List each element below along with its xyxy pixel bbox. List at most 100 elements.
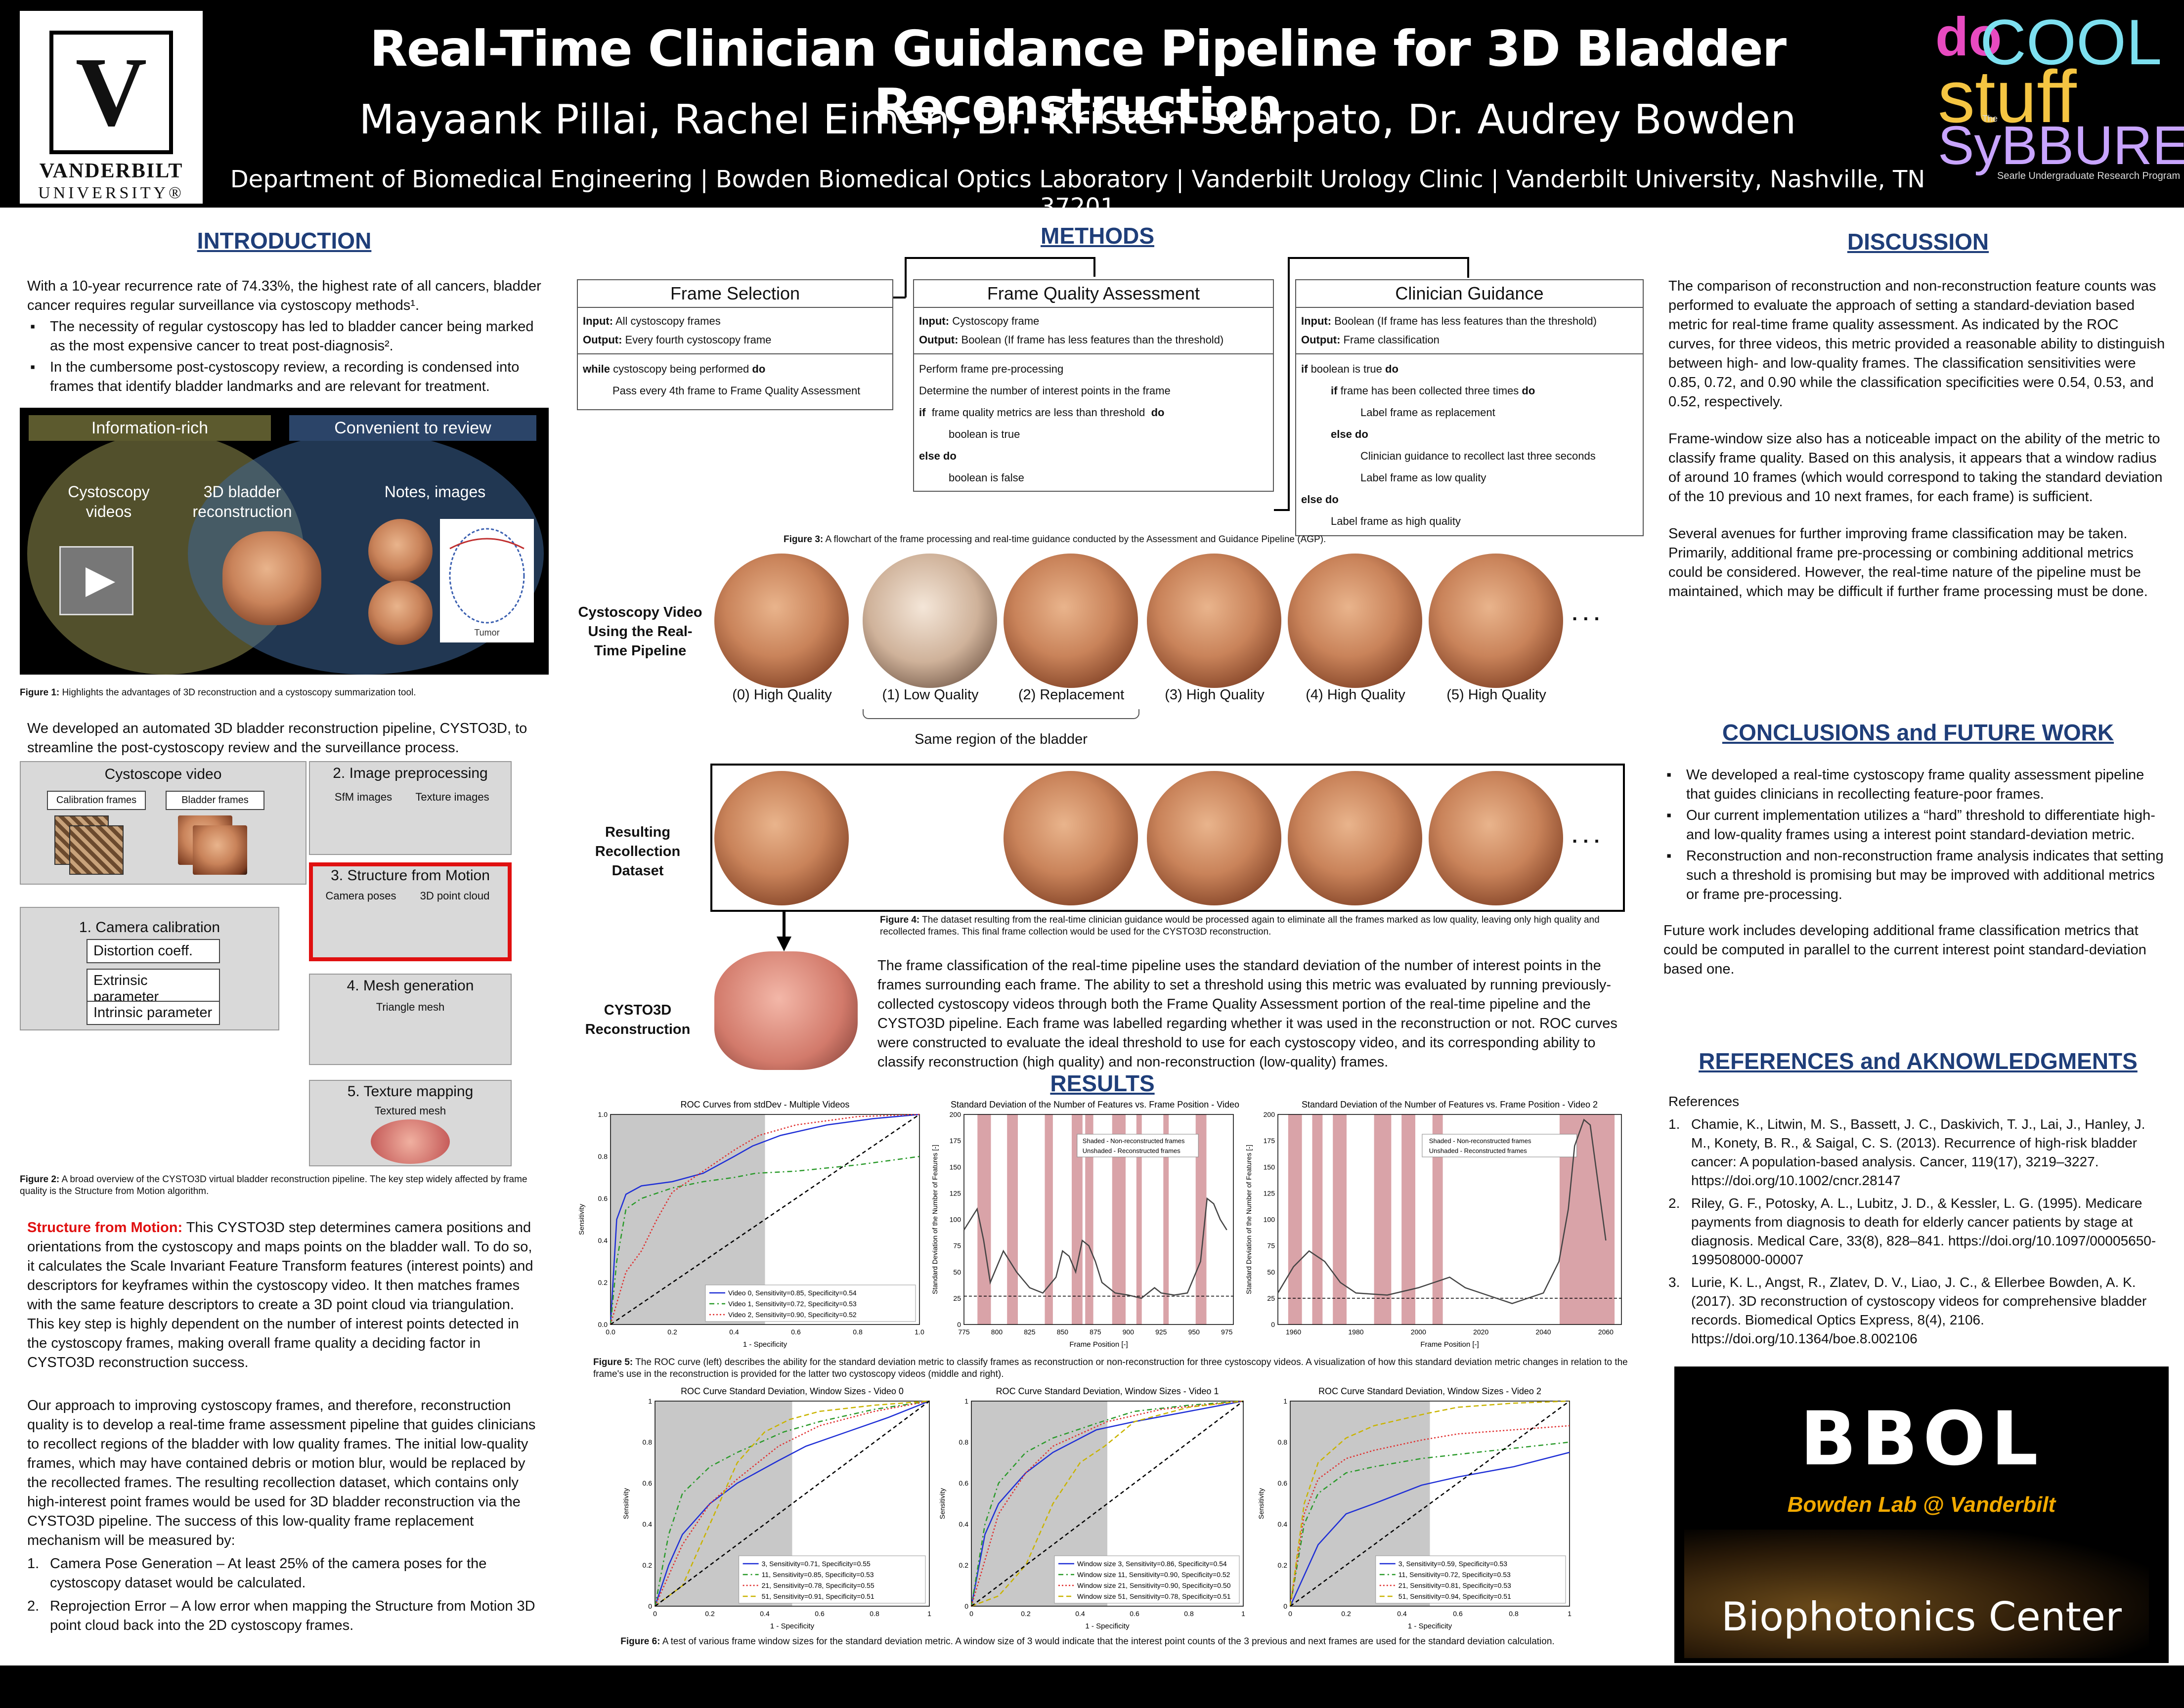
caption-text: The ROC curve (left) describes the abili… (593, 1357, 1628, 1379)
flow-arrow (905, 257, 1095, 259)
caption-text: A flowchart of the frame processing and … (823, 534, 1326, 545)
std-video1-chart: Standard Deviation of the Number of Feat… (929, 1095, 1247, 1357)
measure-text: Camera Pose Generation – At least 25% of… (50, 1556, 487, 1591)
keyword: do (1522, 384, 1535, 397)
x-tick-label: 0.2 (1341, 1610, 1351, 1618)
non-reconstructed-band (1163, 1114, 1169, 1324)
y-axis-label: Sensitivity (938, 1488, 946, 1519)
same-region-label: Same region of the bladder (915, 731, 1088, 747)
series-line (1289, 1425, 1570, 1607)
x-axis-label: 1 - Specificity (743, 1340, 787, 1349)
series-line (1277, 1118, 1607, 1304)
camera-poses-label: Camera poses (325, 890, 396, 902)
bbol-logo: BBOL (1800, 1396, 2043, 1482)
x-tick-label: 1 (1568, 1610, 1572, 1618)
y-tick-label: 1 (964, 1397, 968, 1405)
y-tick-label: 200 (950, 1110, 961, 1118)
y-axis-label: Standard Deviation of the Number of Feat… (1245, 1145, 1253, 1294)
plot-frame (610, 1114, 920, 1325)
clinician-guidance-io: Input: Boolean (If frame has less featur… (1296, 308, 1643, 354)
y-tick-label: 0.2 (1278, 1561, 1288, 1569)
keyword: else do (1331, 428, 1368, 440)
y-tick-label: 1 (1283, 1397, 1287, 1405)
x-tick-label: 0.8 (853, 1328, 863, 1336)
row-label-cysto3d: CYSTO3D Reconstruction (585, 1002, 691, 1037)
non-reconstructed-band (1432, 1114, 1443, 1324)
series-line (655, 1400, 930, 1607)
frame-selection-title: Frame Selection (578, 280, 892, 308)
endoscopy-image (368, 519, 433, 583)
sybbure-the: The (1982, 114, 1998, 124)
camera-calibration-label: 1. Camera calibration (79, 919, 220, 936)
recollection-frame (1288, 771, 1422, 905)
keyword: else do (1301, 493, 1339, 506)
y-tick-label: 25 (953, 1294, 961, 1302)
image-preprocessing-box (309, 761, 512, 855)
vanderbilt-logo: V VANDERBILT UNIVERSITY® (20, 11, 203, 204)
series-line (610, 1113, 920, 1325)
venn-label-notes: Notes, images (384, 483, 486, 501)
legend-entry: Shaded - Non-reconstructed frames (1083, 1137, 1185, 1145)
y-tick-label: 0.4 (643, 1520, 653, 1528)
venn-label-videos: Cystoscopy videos (68, 483, 150, 520)
y-tick-label: 0 (1271, 1321, 1275, 1328)
references-label: References (1668, 1094, 1740, 1109)
input-text: Cystoscopy frame (949, 315, 1040, 327)
triangle-mesh-label: Triangle mesh (376, 1001, 445, 1013)
series-line (1290, 1400, 1570, 1607)
code-text: Pass every 4th frame to Frame Quality As… (612, 384, 861, 397)
caption-label: Figure 4: (880, 915, 920, 925)
conclusions-heading: CONCLUSIONS and FUTURE WORK (1722, 720, 2114, 745)
y-tick-label: 0.6 (1278, 1479, 1288, 1487)
cystoscopy-frame-low-quality (863, 554, 997, 688)
non-reconstructed-band (1045, 1114, 1053, 1324)
caption-label: Figure 6: (620, 1636, 660, 1647)
x-tick-label: 925 (1155, 1328, 1167, 1336)
non-reconstructed-band (1333, 1114, 1347, 1324)
chart-legend-box (1422, 1134, 1577, 1157)
bowden-lab-label: Bowden Lab @ Vanderbilt (1787, 1493, 2056, 1517)
frame-label: (3) High Quality (1165, 687, 1265, 703)
methods-heading: METHODS (1041, 223, 1154, 249)
intro-bullet: In the cumbersome post-cystoscopy review… (27, 358, 541, 396)
code-text: boolean is true (1308, 363, 1385, 375)
figure-6-caption: Figure 6: A test of various frame window… (544, 1636, 1631, 1648)
sfm-title: Structure from Motion: (27, 1220, 183, 1236)
caption-label: Figure 5: (593, 1357, 633, 1367)
series-line (971, 1400, 1244, 1607)
series-line (970, 1400, 1244, 1607)
y-tick-label: 125 (1264, 1189, 1275, 1197)
chart-title: ROC Curve Standard Deviation, Window Siz… (1318, 1386, 1541, 1396)
intro-bullet: The necessity of regular cystoscopy has … (27, 317, 541, 356)
chart-legend-box (1375, 1555, 1566, 1604)
caption-label: Figure 2: (20, 1174, 60, 1185)
output-label: Output: (919, 334, 959, 346)
code-text: Label frame as replacement (1360, 406, 1495, 419)
y-tick-label: 200 (1264, 1110, 1275, 1118)
discussion-heading: DISCUSSION (1847, 229, 1989, 255)
y-tick-label: 0.4 (598, 1237, 608, 1244)
chart-legend-box (1077, 1134, 1199, 1157)
chart-legend-box (739, 1555, 926, 1604)
frame-quality-box: Frame Quality Assessment Input: Cystosco… (913, 279, 1274, 492)
flow-arrow (1288, 257, 1290, 511)
mesh-generation-label: 4. Mesh generation (347, 978, 474, 994)
clinician-guidance-title: Clinician Guidance (1296, 280, 1643, 308)
cystoscopy-frame (714, 554, 849, 688)
docoolstuff-logo-cool: COOL (1980, 6, 2162, 78)
legend-entry: Window size 3, Sensitivity=0.86, Specifi… (1077, 1560, 1227, 1568)
references-list: References 1.Chamie, K., Litwin, M. S., … (1668, 1092, 2168, 1348)
x-tick-label: 0.6 (1453, 1610, 1463, 1618)
non-reconstructed-band (1288, 1114, 1302, 1324)
code-text: cystoscopy being performed (610, 363, 752, 375)
frame-quality-title: Frame Quality Assessment (914, 280, 1273, 308)
clinician-guidance-box: Clinician Guidance Input: Boolean (If fr… (1295, 279, 1644, 536)
sybbure-logo: SyBBURE (1938, 115, 2184, 176)
y-tick-label: 0.2 (643, 1561, 653, 1569)
code-text: Label frame as low quality (1360, 471, 1486, 484)
checkerboard-image (69, 825, 124, 875)
roc-multi-video-chart: ROC Curves from stdDev - Multiple Videos… (576, 1095, 927, 1357)
frame-selection-box: Frame Selection Input: All cystoscopy fr… (577, 279, 893, 410)
